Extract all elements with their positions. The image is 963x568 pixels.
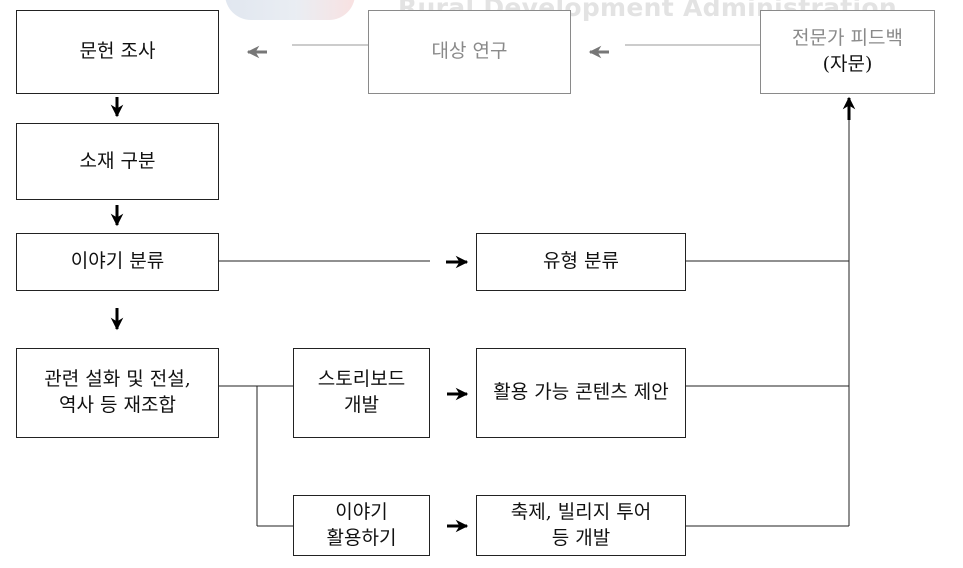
box-material-classification: 소재 구분 [16,123,219,200]
box-target-research: 대상 연구 [368,10,571,94]
box-festival-development-line-1: 축제, 빌리지 투어 [510,500,652,523]
box-expert-feedback-line-1: 전문가 피드백 [792,27,903,50]
box-literature-survey: 문헌 조사 [16,10,219,94]
box-expert-feedback-line-2: (자문) [822,53,873,75]
box-type-classification-label: 유형 분류 [543,250,619,273]
box-use-story-line-2: 활용하기 [326,526,397,549]
box-recombination-line-2: 역사 등 재조합 [59,394,176,416]
box-recombination-line-1: 관련 설화 및 전설, [44,368,191,391]
box-content-proposal-label: 활용 가능 콘텐츠 제안 [493,381,669,404]
box-festival-development: 축제, 빌리지 투어 등 개발 [476,495,686,556]
box-material-classification-label: 소재 구분 [79,149,156,172]
box-festival-development-line-2: 등 개발 [551,526,611,549]
box-expert-feedback: 전문가 피드백 (자문) [760,10,935,94]
box-content-proposal: 활용 가능 콘텐츠 제안 [476,348,686,438]
box-type-classification: 유형 분류 [476,233,686,291]
box-literature-survey-label: 문헌 조사 [79,40,156,63]
box-storyboard: 스토리보드 개발 [293,348,430,438]
box-story-classification-label: 이야기 분류 [70,250,165,273]
box-use-story-line-1: 이야기 [335,500,388,523]
box-recombination: 관련 설화 및 전설, 역사 등 재조합 [16,348,219,438]
watermark-logo [225,0,355,20]
box-target-research-label: 대상 연구 [431,40,508,63]
box-story-classification: 이야기 분류 [16,233,219,291]
box-storyboard-line-2: 개발 [344,394,379,416]
box-use-story: 이야기 활용하기 [293,495,430,556]
box-storyboard-line-1: 스토리보드 [317,368,406,391]
